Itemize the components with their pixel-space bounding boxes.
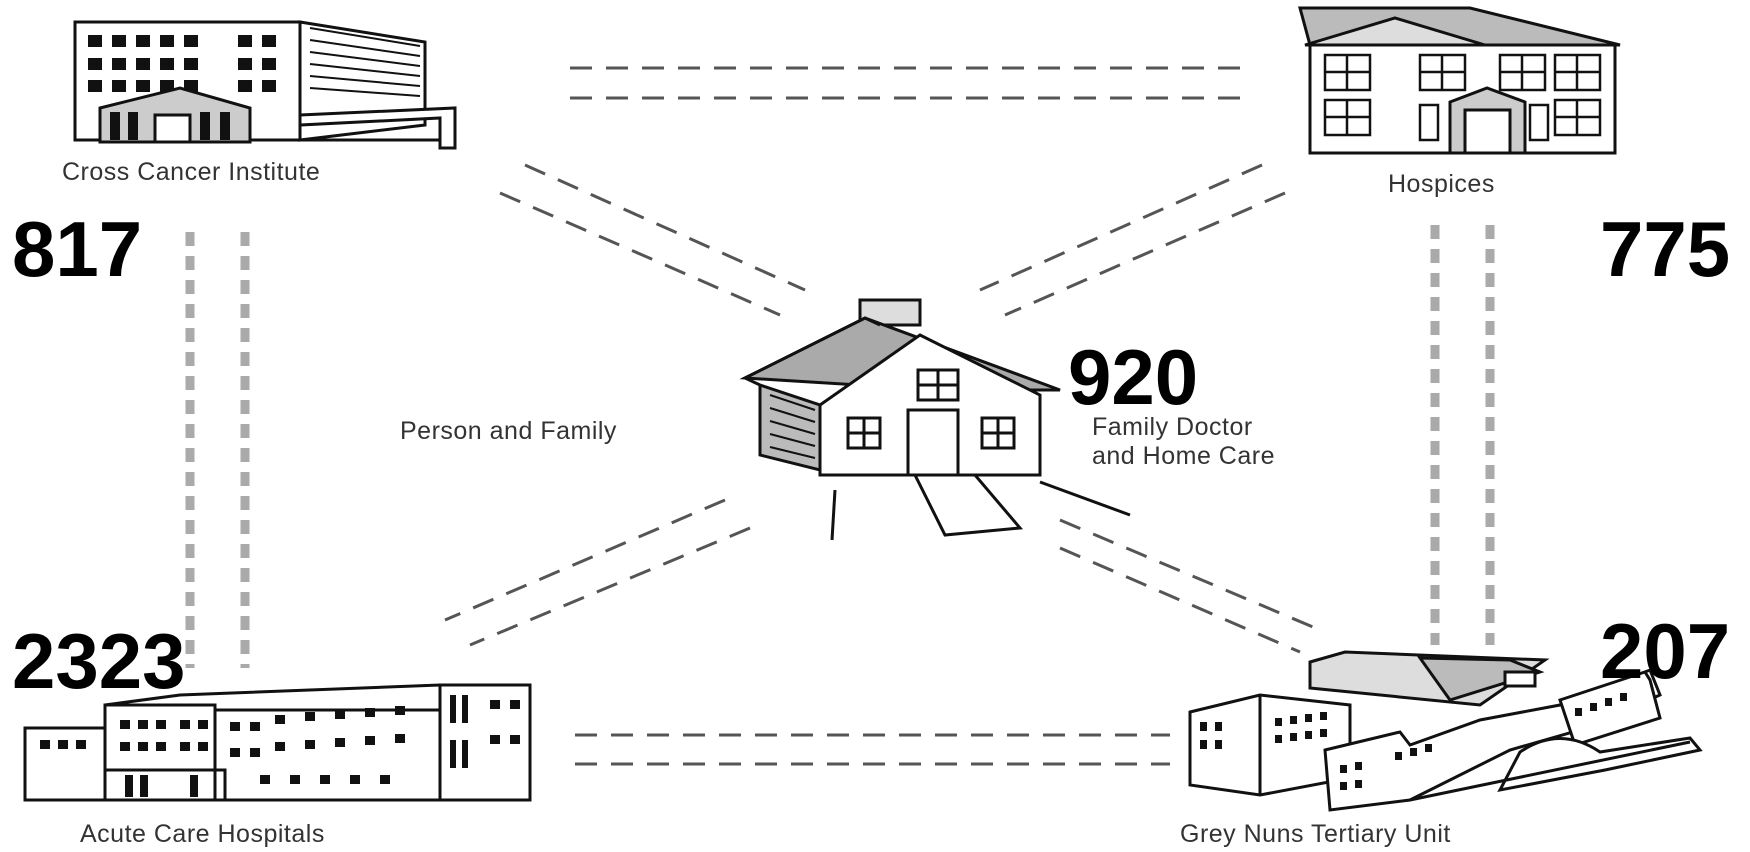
acute-care-windows — [40, 695, 520, 797]
connector-home-acute-b — [469, 526, 751, 647]
hospice-house-icon — [1298, 6, 1621, 155]
acute-care-hospital-icon — [23, 683, 532, 802]
cross-cancer-count: 817 — [12, 205, 143, 293]
tertiary-unit-windows — [1200, 712, 1327, 749]
home-care-count: 920 — [1068, 333, 1199, 421]
tertiary-unit-building-icon — [1188, 650, 1703, 812]
hospices-label: Hospices — [1388, 170, 1495, 198]
connector-hospices-home-b — [1004, 191, 1286, 317]
hospice-windows — [1323, 53, 1602, 142]
grey-nuns-label: Grey Nuns Tertiary Unit — [1180, 820, 1451, 848]
connector-home-acute-a — [444, 498, 726, 622]
hospices-count: 775 — [1600, 205, 1731, 293]
acute-care-label: Acute Care Hospitals — [80, 820, 325, 848]
family-home-icon — [739, 298, 1131, 541]
cancer-institute-windows — [88, 35, 276, 92]
connector-hospices-home-a — [979, 163, 1263, 292]
person-family-label: Person and Family — [400, 417, 617, 445]
connector-cancer-home-b — [499, 191, 781, 317]
connector-home-grey-a — [1059, 518, 1321, 632]
acute-care-count: 2323 — [12, 617, 186, 705]
connector-cancer-home-a — [524, 163, 806, 292]
connector-home-grey-b — [1059, 546, 1301, 654]
cancer-institute-building-icon — [73, 20, 457, 150]
grey-nuns-count: 207 — [1600, 607, 1731, 695]
cross-cancer-label: Cross Cancer Institute — [62, 158, 321, 186]
family-doctor-label-line1: Family Doctor — [1092, 413, 1253, 441]
family-doctor-label-line2: and Home Care — [1092, 442, 1275, 470]
connector-lines — [185, 66, 1495, 766]
